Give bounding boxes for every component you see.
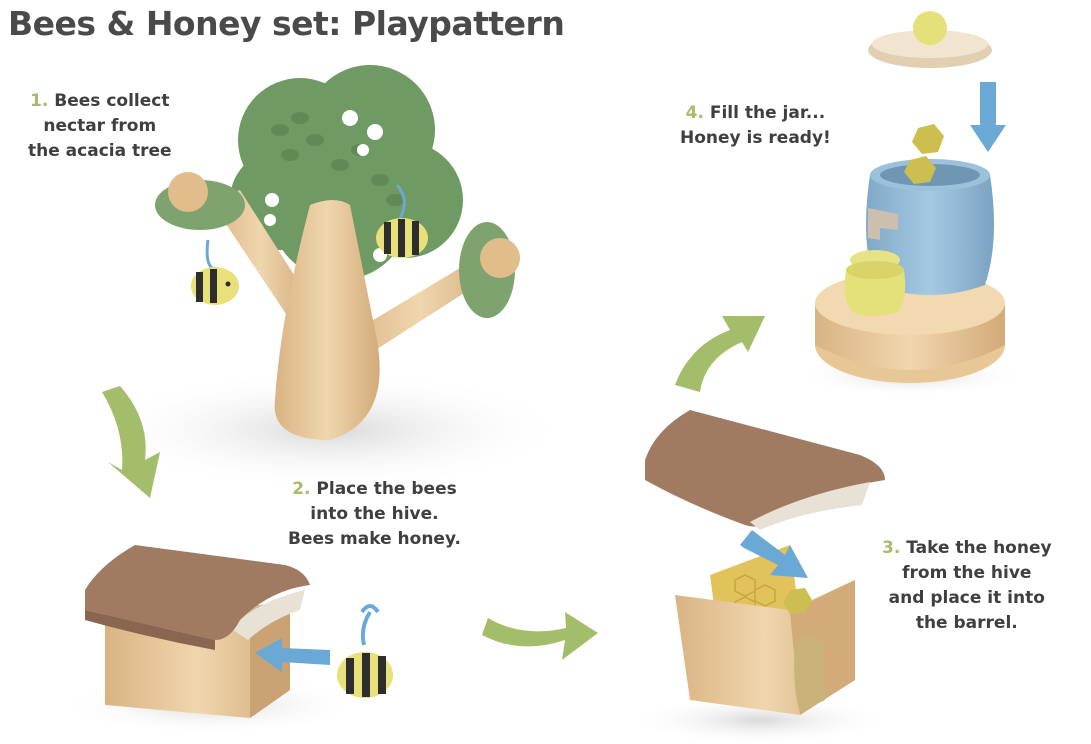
step-4-number: 4.	[685, 103, 704, 123]
step-1-number: 1.	[30, 91, 49, 111]
beehive-toy	[60, 545, 360, 735]
open-hive-with-honeycomb	[630, 410, 890, 744]
small-honey-jar	[844, 250, 906, 316]
bee-toy-tree	[376, 184, 428, 258]
step-2-line-1: Place the bees	[316, 479, 457, 499]
arrow-step3-to-4	[675, 316, 765, 392]
step-3-line-1: Take the honey	[906, 538, 1052, 558]
step-3-number: 3.	[882, 538, 901, 558]
arrow-step1-to-2	[102, 386, 160, 498]
step-3-line-2: from the hive	[902, 563, 1032, 583]
step-3-line-3: and place it into	[888, 588, 1045, 608]
acacia-tree-toy	[90, 65, 570, 490]
bee-toy-left	[191, 239, 239, 305]
step-2-number: 2.	[292, 479, 311, 499]
bee-toy-ground	[337, 604, 393, 698]
step-1-line-2: nectar from	[43, 116, 157, 136]
step-2-caption: 2. Place the bees into the hive. Bees ma…	[288, 477, 461, 552]
step-1-line-3: the acacia tree	[28, 141, 172, 161]
arrow-into-barrel	[970, 82, 1006, 152]
arrow-into-hive	[255, 638, 330, 672]
step-4-line-2: Honey is ready!	[680, 128, 831, 148]
step-2-line-3: Bees make honey.	[288, 529, 461, 549]
step-3-line-4: the barrel.	[915, 613, 1018, 633]
step-2-line-2: into the hive.	[310, 504, 439, 524]
step-4-line-1: Fill the jar...	[709, 103, 826, 123]
arrow-step2-to-3	[482, 612, 598, 660]
page-title: Bees & Honey set: Playpattern	[8, 4, 565, 43]
step-4-caption: 4. Fill the jar... Honey is ready!	[680, 101, 831, 151]
step-1-caption: 1. Bees collect nectar from the acacia t…	[28, 89, 172, 164]
step-1-line-1: Bees collect	[54, 91, 170, 111]
jar-lid	[868, 11, 992, 68]
honey-barrel-with-jar	[795, 11, 1025, 397]
step-3-caption: 3. Take the honey from the hive and plac…	[882, 536, 1052, 636]
